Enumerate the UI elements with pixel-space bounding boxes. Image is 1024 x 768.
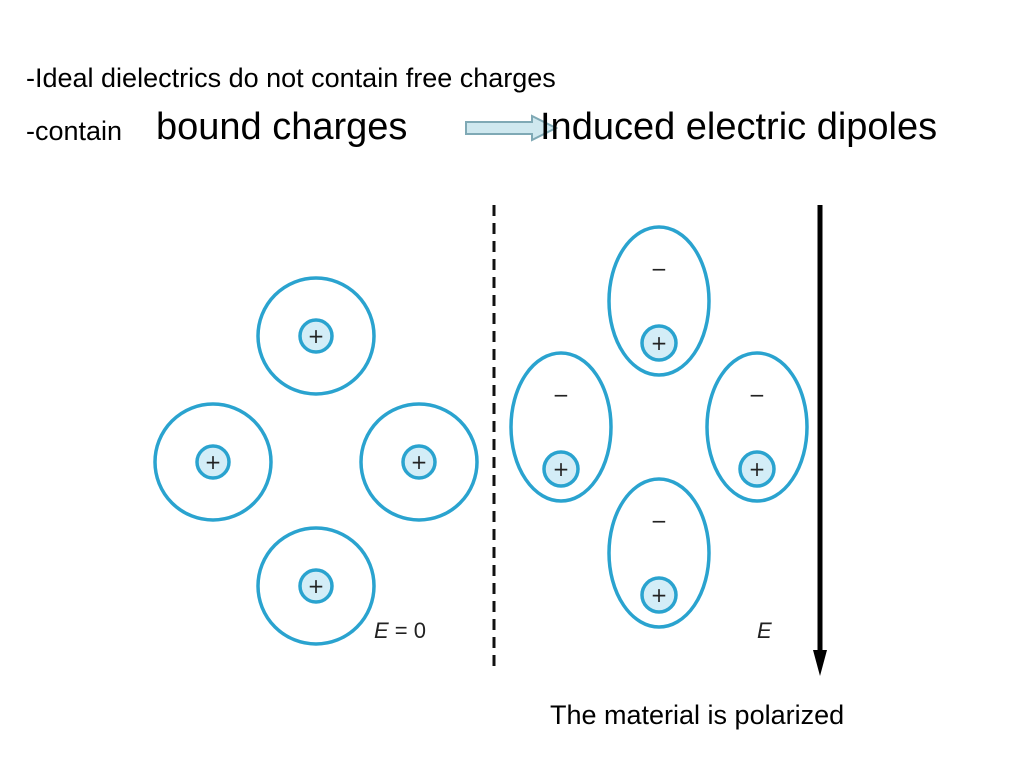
minus-sign: − [651,257,668,281]
bound-charges-term: bound charges [156,106,408,148]
contain-prefix: -contain [26,116,123,146]
induced-dipoles-term: Induced electric dipoles [540,106,938,148]
dipole-atom: − + [607,225,711,377]
minus-sign: − [749,383,766,407]
minus-sign: − [553,383,570,407]
plus-sign: + [553,457,570,481]
right-arrow-icon [465,114,558,142]
plus-sign: + [308,324,325,348]
dipole-atom: − + [607,477,711,629]
plus-sign: + [205,450,222,474]
statement-ideal-dielectrics: -Ideal dielectrics do not contain free c… [26,63,556,93]
zero-field-label: E = 0 [374,618,426,643]
plus-sign: + [308,574,325,598]
plus-sign: + [651,331,668,355]
atom: + [153,402,273,522]
arrowhead-icon [813,650,827,676]
atom: + [359,402,479,522]
plus-sign: + [411,450,428,474]
field-label: E [757,618,772,643]
polarized-atoms-panel: − + − + − + − + E [509,225,809,643]
minus-sign: − [651,509,668,533]
field-arrow [813,205,827,676]
atom: + [256,276,376,396]
dipole-atom: − + [509,351,613,503]
atom: + [256,526,376,646]
caption-polarized: The material is polarized [550,700,845,730]
plus-sign: + [651,583,668,607]
plus-sign: + [749,457,766,481]
unpolarized-atoms-panel: + + + + E = 0 [153,276,479,646]
dipole-atom: − + [705,351,809,503]
